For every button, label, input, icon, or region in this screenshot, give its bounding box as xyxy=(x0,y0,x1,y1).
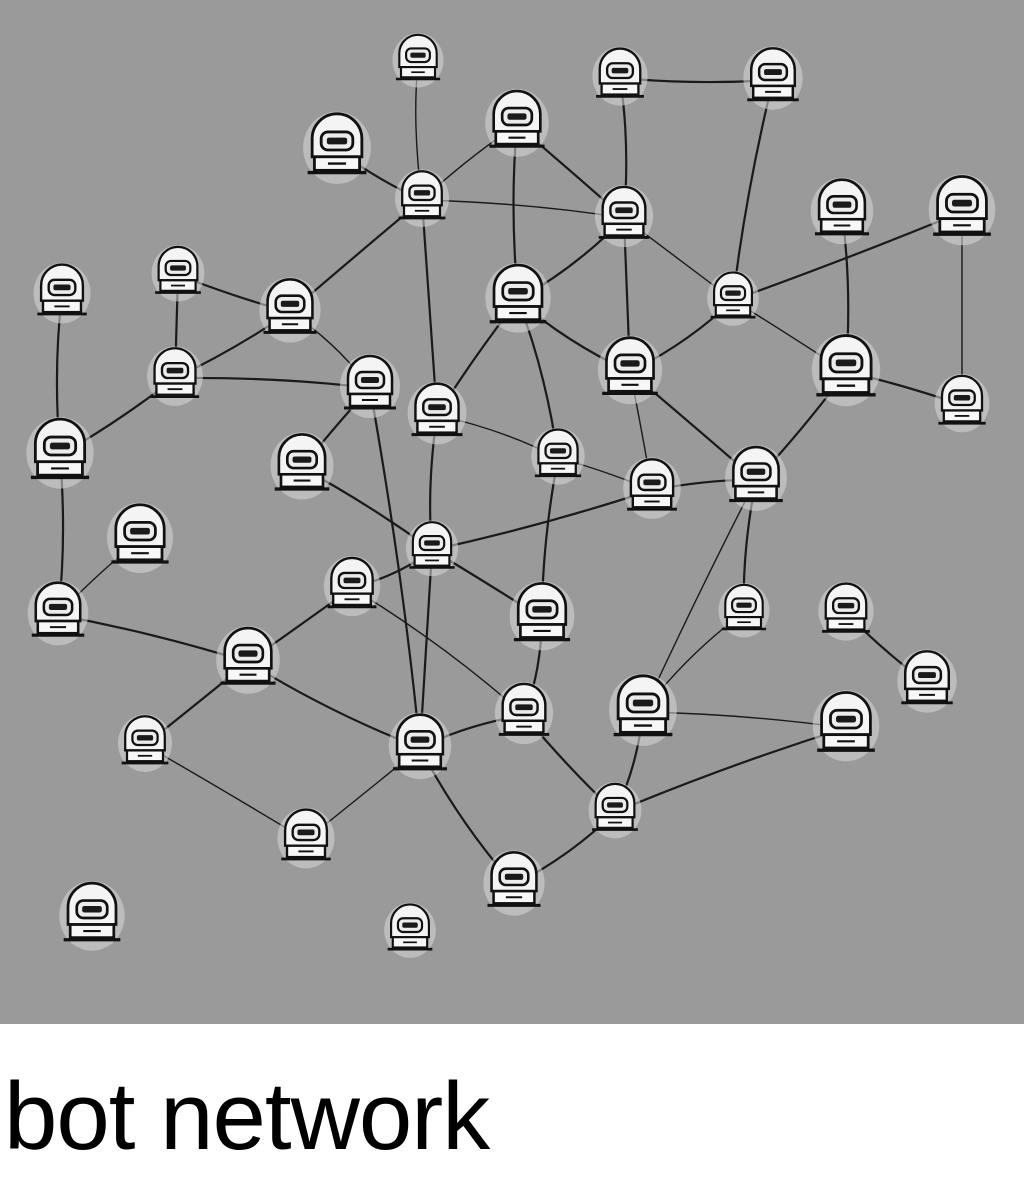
bot-computer-icon xyxy=(592,46,648,106)
bot-computer-icon xyxy=(485,88,549,157)
bot-computer-icon xyxy=(718,583,770,638)
bot-computer-icon xyxy=(928,174,996,246)
bot-computer-icon xyxy=(388,712,452,780)
network-link xyxy=(368,386,422,750)
bot-computer-icon xyxy=(743,46,803,110)
bot-computer-icon xyxy=(707,270,759,326)
bot-computer-icon xyxy=(118,714,172,772)
bot-computer-icon xyxy=(811,333,881,407)
bot-computer-icon xyxy=(818,581,874,641)
network-link xyxy=(430,488,654,552)
bot-computer-icon xyxy=(934,374,990,433)
bot-computer-icon xyxy=(594,185,654,248)
network-nodes xyxy=(26,33,996,958)
bot-computer-icon xyxy=(392,33,444,88)
network-link xyxy=(351,587,525,716)
bot-computer-icon xyxy=(810,177,874,245)
bot-computer-icon xyxy=(531,427,585,485)
bot-computer-icon xyxy=(384,902,436,958)
bot-computer-icon xyxy=(303,111,371,184)
bot-computer-icon xyxy=(588,782,642,839)
caption: bot network xyxy=(4,1063,490,1170)
bot-computer-icon xyxy=(107,502,173,573)
bot-computer-icon xyxy=(623,457,681,519)
bot-computer-icon xyxy=(483,850,545,916)
bot-computer-icon xyxy=(259,277,321,343)
bot-computer-icon xyxy=(597,335,663,405)
bot-network-illustration xyxy=(0,0,1024,1024)
bot-computer-icon xyxy=(407,381,467,445)
bot-computer-icon xyxy=(277,807,335,869)
bot-computer-icon xyxy=(26,416,94,489)
bot-computer-icon xyxy=(725,444,787,511)
bot-computer-icon xyxy=(405,520,459,577)
network-diagram xyxy=(26,33,996,958)
bot-computer-icon xyxy=(485,262,551,333)
bot-computer-icon xyxy=(151,245,205,302)
bot-computer-icon xyxy=(27,580,89,646)
bot-computer-icon xyxy=(395,169,449,227)
network-link xyxy=(731,78,775,302)
bot-computer-icon xyxy=(340,354,400,418)
bot-computer-icon xyxy=(509,581,575,651)
bot-computer-icon xyxy=(323,556,381,617)
bot-computer-icon xyxy=(609,673,677,746)
bot-computer-icon xyxy=(897,649,957,713)
network-link xyxy=(421,199,625,219)
bot-computer-icon xyxy=(33,262,91,324)
bot-computer-icon xyxy=(147,346,203,406)
bot-computer-icon xyxy=(59,880,125,951)
bot-computer-icon xyxy=(494,682,554,745)
bot-computer-icon xyxy=(216,625,280,694)
bot-computer-icon xyxy=(812,690,880,762)
bot-computer-icon xyxy=(270,432,334,500)
